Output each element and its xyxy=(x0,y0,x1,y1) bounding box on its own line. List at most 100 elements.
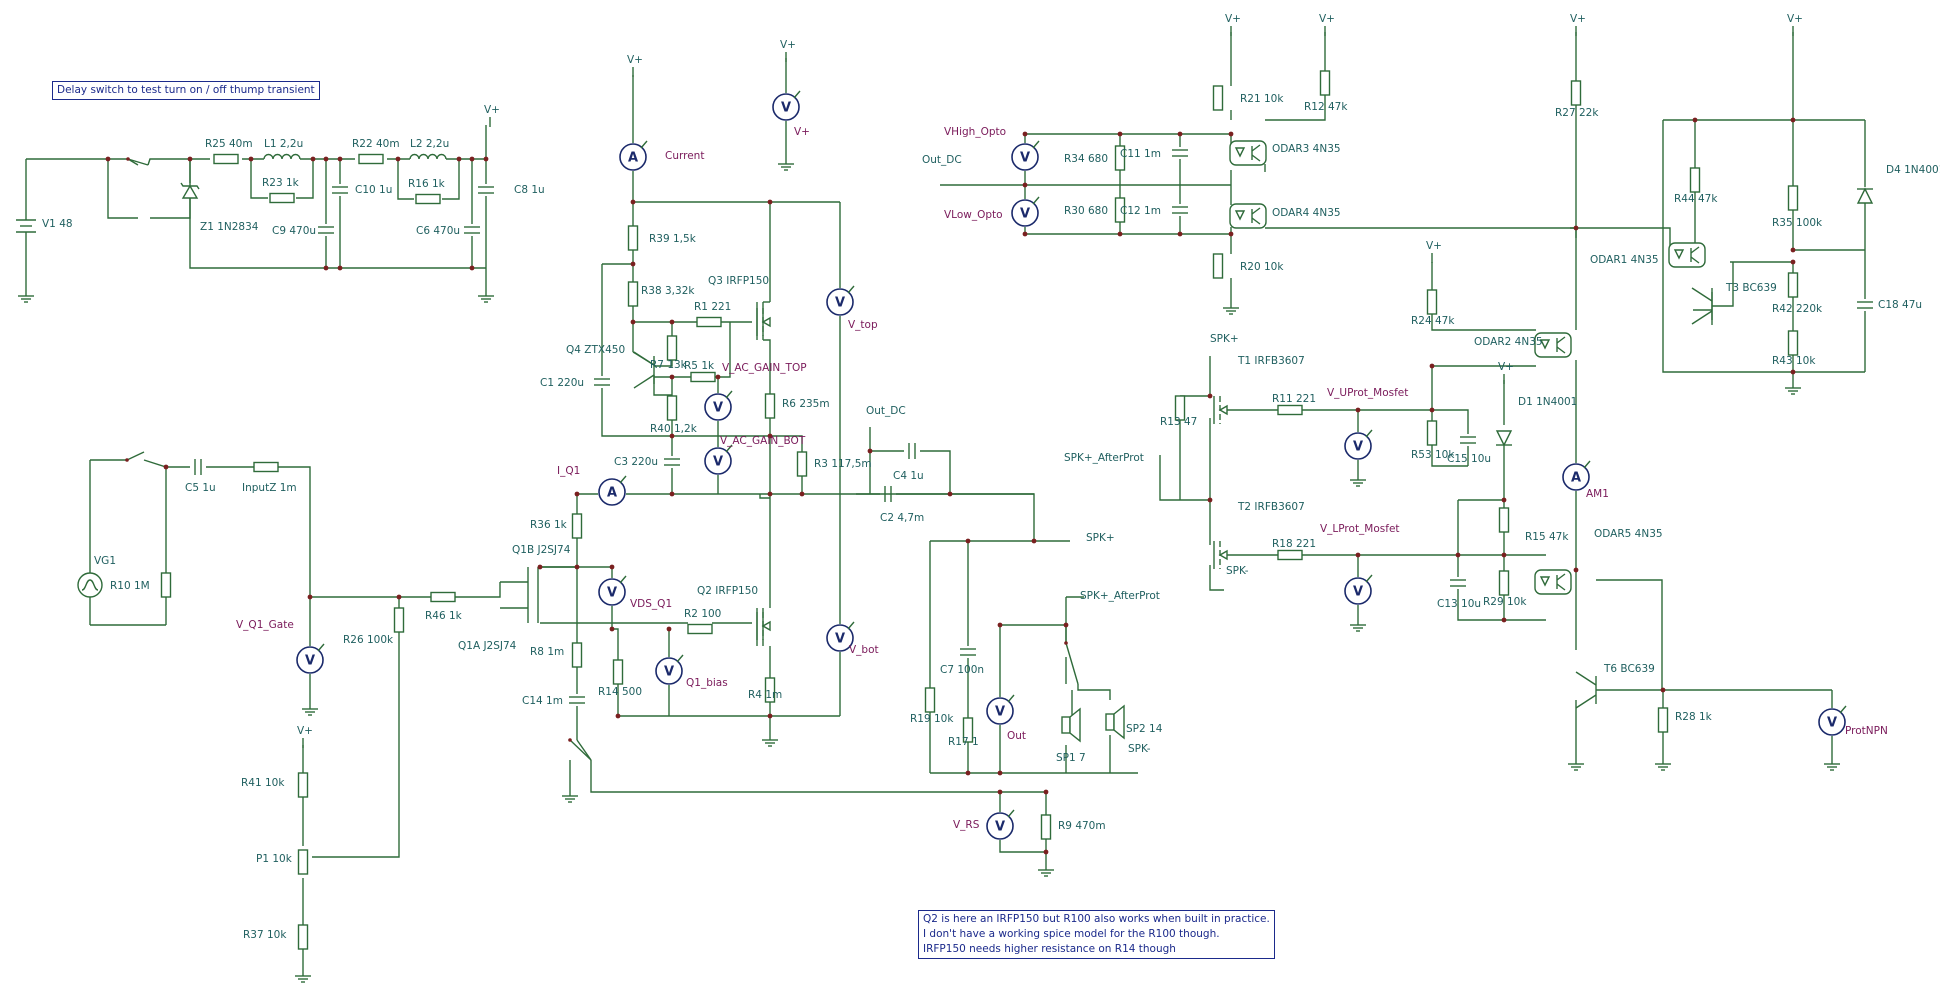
meter-label: Current xyxy=(665,150,704,162)
junction-dot xyxy=(669,319,675,325)
component-label: ODAR1 4N35 xyxy=(1590,254,1659,266)
resistor-label: R35 100k xyxy=(1772,217,1823,229)
junction-dot xyxy=(1177,131,1183,137)
junction-dot xyxy=(1660,687,1666,693)
meter-symbol: V xyxy=(781,101,791,116)
component-label: ODAR4 4N35 xyxy=(1272,207,1341,219)
wire xyxy=(455,582,501,598)
capacitor-c4 xyxy=(908,443,916,459)
junction-dot xyxy=(867,448,873,454)
optocoupler-icon xyxy=(1534,332,1572,358)
junction-dot xyxy=(163,464,169,470)
junction-dot xyxy=(337,156,343,162)
resistor-r35 xyxy=(1787,185,1799,211)
wire xyxy=(920,450,951,494)
capacitor-c12 xyxy=(1172,206,1188,214)
resistor-label: R1 221 xyxy=(694,301,731,313)
resistor-label: R18 221 xyxy=(1272,538,1316,550)
resistor-r19 xyxy=(924,687,936,713)
resistor-label: R27 22k xyxy=(1555,107,1599,119)
meter-symbol: A xyxy=(1571,471,1581,486)
wire xyxy=(617,684,840,717)
ammeter-i-q1: A xyxy=(598,475,627,506)
resistor-r30 xyxy=(1114,197,1126,223)
capacitor-c5 xyxy=(194,459,202,475)
capacitor-label: C8 1u xyxy=(514,184,545,196)
capacitor-c8 xyxy=(478,186,494,194)
junction-dot xyxy=(767,491,773,497)
resistor-r3 xyxy=(796,451,808,477)
resistor-r34 xyxy=(1114,145,1126,171)
wire xyxy=(1431,314,1536,331)
wires xyxy=(25,26,1866,976)
supply-label: V+ xyxy=(1319,13,1335,25)
meter-symbol: A xyxy=(628,151,638,166)
resistor-label: R22 40m xyxy=(352,138,400,150)
meter-label: V_LProt_Mosfet xyxy=(1320,523,1400,535)
resistor-r22 xyxy=(358,153,384,165)
wire xyxy=(250,159,268,199)
resistor-r53 xyxy=(1426,420,1438,446)
capacitor-label: C2 4,7m xyxy=(880,512,924,524)
resistor-label: R38 3,32k xyxy=(641,285,695,297)
junction-dot xyxy=(1063,622,1069,628)
junction-dot xyxy=(1501,552,1507,558)
capacitor-c11 xyxy=(1172,149,1188,157)
junction-dot xyxy=(1117,231,1123,237)
resistor-label: R20 10k xyxy=(1240,261,1284,273)
resistor-r41 xyxy=(297,772,309,798)
wire xyxy=(1077,684,1111,700)
voltmeter-vhigh-opto: V xyxy=(1011,140,1040,171)
junction-dot xyxy=(669,491,675,497)
capacitor-label: C9 470u xyxy=(272,225,316,237)
junction-dot xyxy=(630,319,636,325)
ground-symbol xyxy=(1785,387,1801,395)
junction-dot xyxy=(1022,131,1028,137)
junction-dot xyxy=(1790,369,1796,375)
junction-dot xyxy=(997,622,1003,628)
resistor-r42 xyxy=(1787,272,1799,298)
wire xyxy=(770,435,803,452)
meter-label: V_UProt_Mosfet xyxy=(1327,387,1408,399)
component-label: Q1B J2SJ74 xyxy=(512,544,571,556)
resistor-label: R28 1k xyxy=(1675,711,1713,723)
ground-symbol xyxy=(562,795,578,803)
resistor-r4 xyxy=(764,677,776,703)
component-label: SPK+_AfterProt xyxy=(1064,452,1144,464)
note-delay-switch: Delay switch to test turn on / off thump… xyxy=(52,81,320,100)
resistor-label: R36 1k xyxy=(530,519,568,531)
resistor-label: R34 680 xyxy=(1064,153,1108,165)
resistor-r13 xyxy=(1174,395,1186,421)
meter-symbol: A xyxy=(607,486,617,501)
resistor-r10 xyxy=(160,572,172,598)
capacitor-label: C18 47u xyxy=(1878,299,1922,311)
wire xyxy=(576,739,592,761)
junction-dot xyxy=(307,594,313,600)
wire xyxy=(1265,95,1326,121)
meter-symbol: V xyxy=(607,586,617,601)
optocoupler-icon xyxy=(1534,569,1572,595)
junction-dot xyxy=(1043,789,1049,795)
supply-label: V+ xyxy=(484,104,500,116)
resistor-r27 xyxy=(1570,80,1582,106)
resistor-label: R23 1k xyxy=(262,177,300,189)
capacitor-label: C6 470u xyxy=(416,225,460,237)
capacitor-c3 xyxy=(664,458,680,466)
capacitor-label: C15 10u xyxy=(1447,453,1491,465)
junction-dot xyxy=(1501,497,1507,503)
junction-dot xyxy=(1117,131,1123,137)
meter-label: V_bot xyxy=(849,644,879,656)
supply-label: V+ xyxy=(1787,13,1803,25)
ground-symbol xyxy=(1568,763,1584,771)
ground-symbol xyxy=(1824,763,1840,771)
resistor-r36 xyxy=(571,513,583,539)
junction-dots xyxy=(105,117,1796,855)
meter-symbol: V xyxy=(713,401,723,416)
resistor-r14 xyxy=(612,659,624,685)
junction-dot xyxy=(669,374,675,380)
resistor-r8 xyxy=(571,642,583,668)
component-label: V1 48 xyxy=(42,218,73,230)
junction-dot xyxy=(1573,567,1579,573)
junction-dot xyxy=(1429,407,1435,413)
